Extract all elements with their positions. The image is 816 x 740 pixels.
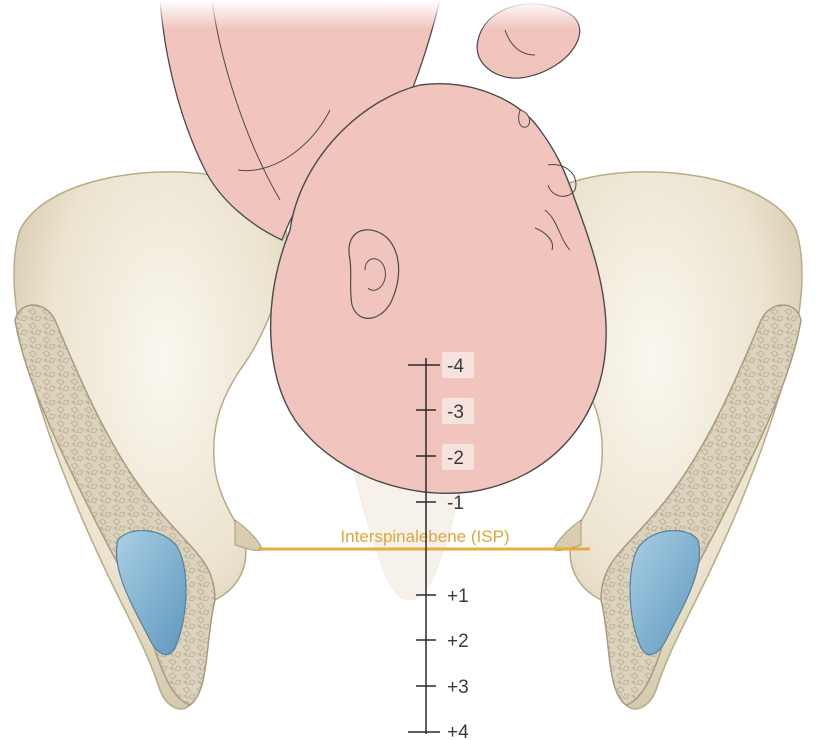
scale-label-minus-1: -1: [447, 493, 464, 514]
scale-label-plus-2: +2: [447, 631, 469, 652]
scale-label-minus-3: -3: [447, 402, 464, 423]
scale-label-plus-1: +1: [447, 586, 469, 607]
scale-label-minus-2: -2: [447, 448, 464, 469]
right-acetabulum: [630, 531, 700, 655]
scale-label-plus-3: +3: [447, 677, 469, 698]
scale-label-minus-4: -4: [447, 356, 464, 377]
isp-label: Interspinalebene (ISP): [340, 527, 509, 546]
left-acetabulum: [116, 531, 186, 655]
scale-label-plus-4: +4: [447, 722, 469, 740]
left-hip-bone: [14, 172, 286, 709]
top-fade: [0, 0, 816, 30]
